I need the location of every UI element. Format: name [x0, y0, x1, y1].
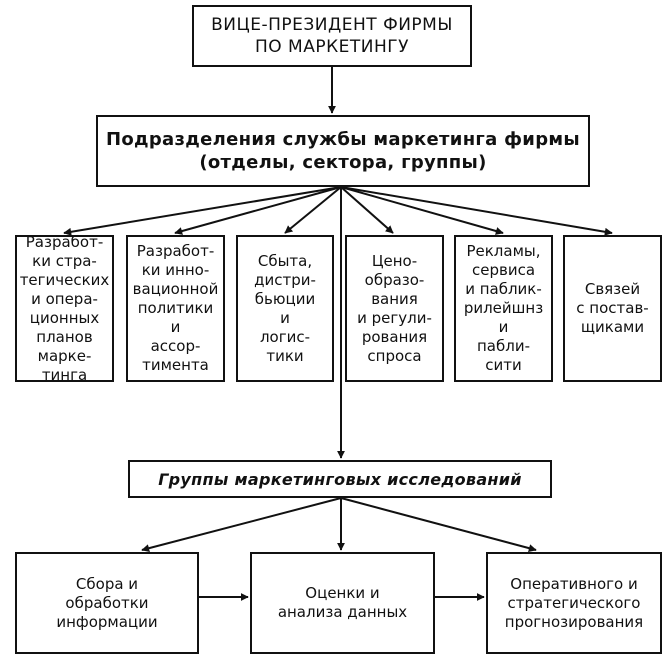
unit-pricing: Цено- образо- вания и регули- рования сп… [345, 235, 444, 382]
research-unit-collection: Сбора и обработки информации [15, 552, 199, 654]
unit-sales-logistics: Сбыта, дистри- бьюции и логис- тики [236, 235, 334, 382]
unit-label: Сбыта, дистри- бьюции и логис- тики [254, 251, 316, 365]
arrow-to-unit-1 [63, 186, 342, 236]
arrow-to-unit-2 [174, 186, 342, 235]
divisions-box: Подразделения службы маркетинга фирмы (о… [96, 115, 590, 187]
unit-supplier-relations: Связей с постав- щиками [563, 235, 662, 382]
vice-president-label: ВИЦЕ-ПРЕЗИДЕНТ ФИРМЫ ПО МАРКЕТИНГУ [211, 15, 453, 57]
unit-label: Разработ- ки инно- вационной политики и … [132, 242, 219, 374]
research-unit-label: Сбора и обработки информации [56, 574, 158, 631]
research-groups-label: Группы маркетинговых исследований [158, 469, 522, 489]
unit-label: Связей с постав- щиками [576, 280, 649, 336]
research-groups-box: Группы маркетинговых исследований [128, 460, 552, 498]
unit-label: Цено- образо- вания и регули- рования сп… [357, 251, 432, 365]
research-unit-label: Оценки и анализа данных [277, 584, 408, 621]
unit-label: Разработ- ки стра- тегических и опера- ц… [19, 232, 110, 384]
arrow-to-unit-6 [340, 186, 613, 236]
research-unit-label: Оперативного и стратегического прогнозир… [504, 574, 644, 631]
arrow-to-unit-3 [284, 186, 342, 234]
arrow-to-research-3 [340, 497, 537, 553]
unit-advertising-pr: Рекламы, сервиса и паблик- рилейшнз и па… [454, 235, 553, 382]
divisions-label: Подразделения службы маркетинга фирмы (о… [106, 129, 580, 173]
unit-strategic-planning: Разработ- ки стра- тегических и опера- ц… [15, 232, 114, 384]
vice-president-box: ВИЦЕ-ПРЕЗИДЕНТ ФИРМЫ ПО МАРКЕТИНГУ [192, 5, 472, 67]
arrow-to-research-1 [141, 497, 342, 553]
arrow-to-unit-5 [340, 186, 504, 235]
unit-label: Рекламы, сервиса и паблик- рилейшнз и па… [463, 242, 544, 374]
research-unit-forecasting: Оперативного и стратегического прогнозир… [486, 552, 662, 654]
arrow-to-unit-4 [340, 186, 394, 234]
research-unit-analysis: Оценки и анализа данных [250, 552, 435, 654]
unit-innovation-policy: Разработ- ки инно- вационной политики и … [126, 235, 225, 382]
